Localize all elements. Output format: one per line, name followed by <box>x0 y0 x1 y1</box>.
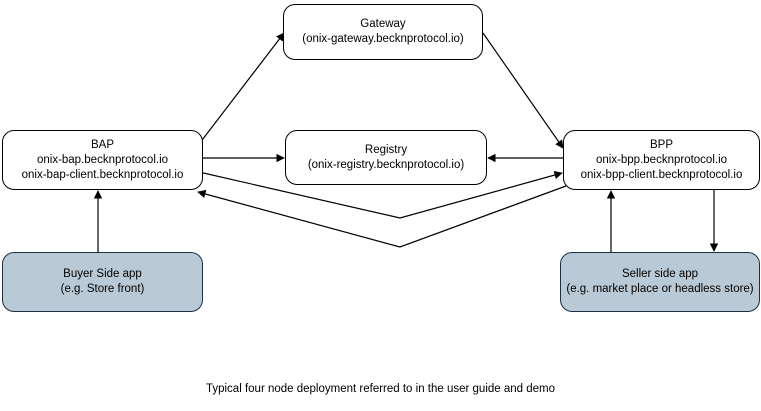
node-bpp-client-host: onix-bpp-client.becknprotocol.io <box>580 168 743 181</box>
node-gateway[interactable]: Gateway (onix-gateway.becknprotocol.io) <box>283 4 483 60</box>
node-registry-subtitle: (onix-registry.becknprotocol.io) <box>307 158 465 171</box>
node-bpp-title: BPP <box>649 138 673 151</box>
node-seller-title: Seller side app <box>621 268 699 280</box>
node-bap-host: onix-bap.becknprotocol.io <box>36 153 169 166</box>
edge-gateway-to-bpp <box>482 32 564 149</box>
node-buyer-side-app[interactable]: Buyer Side app (e.g. Store front) <box>2 252 203 312</box>
node-gateway-subtitle: (onix-gateway.becknprotocol.io) <box>302 33 464 45</box>
diagram-caption: Typical four node deployment referred to… <box>205 383 556 395</box>
node-bpp[interactable]: BPP onix-bpp.becknprotocol.io onix-bpp-c… <box>563 130 760 190</box>
node-seller-side-app[interactable]: Seller side app (e.g. market place or he… <box>560 252 760 312</box>
edge-bpp-to-bap <box>197 185 567 248</box>
node-bap-title: BAP <box>90 138 114 151</box>
node-bpp-host: onix-bpp.becknprotocol.io <box>595 153 728 166</box>
node-seller-subtitle: (e.g. market place or headless store) <box>566 283 754 295</box>
edge-bap-to-gateway <box>195 32 285 149</box>
node-registry[interactable]: Registry (onix-registry.becknprotocol.io… <box>285 130 487 185</box>
node-gateway-title: Gateway <box>360 18 406 30</box>
node-registry-title: Registry <box>364 143 408 156</box>
node-bap-client-host: onix-bap-client.becknprotocol.io <box>21 168 184 181</box>
node-buyer-title: Buyer Side app <box>63 268 142 280</box>
node-buyer-subtitle: (e.g. Store front) <box>60 283 145 295</box>
node-bap[interactable]: BAP onix-bap.becknprotocol.io onix-bap-c… <box>2 130 203 190</box>
